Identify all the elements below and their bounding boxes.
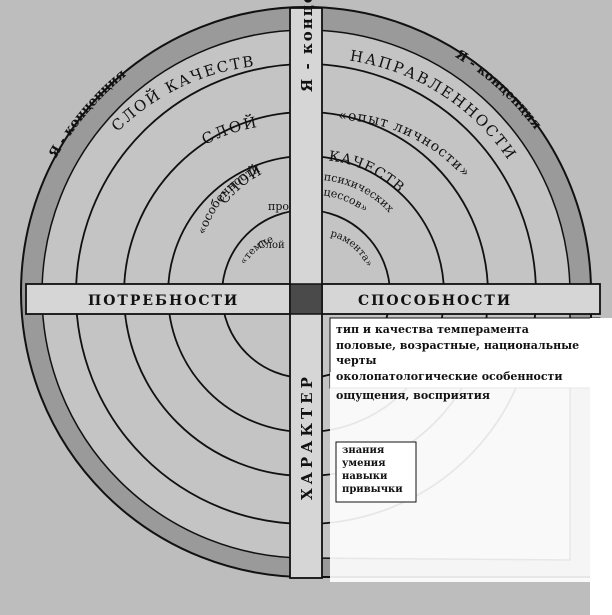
- skills-list: знания умения навыки привычки: [342, 444, 403, 496]
- layer-temperament-left-label-1: Слой: [258, 240, 285, 251]
- abilities-label: СПОСОБНОСТИ: [358, 293, 512, 309]
- character-label: ХАРАКТЕР: [298, 373, 316, 500]
- skills-item: навыки: [342, 471, 388, 482]
- skills-item: умения: [342, 458, 386, 469]
- abilities-item: околопатологические особенности: [336, 369, 563, 383]
- skills-item: знания: [342, 445, 385, 456]
- skills-box: [335, 441, 417, 503]
- abilities-item: половые, возрастные, национальные черты: [336, 338, 580, 368]
- skills-item: привычки: [342, 484, 403, 495]
- abilities-list: тип и качества темперамента половые, воз…: [336, 322, 612, 404]
- abilities-item: ощущения, восприятия: [336, 389, 490, 402]
- needs-label: ПОТРЕБНОСТИ: [88, 293, 239, 309]
- self-concept-bar-label: Я - концепция: [298, 0, 316, 92]
- abilities-item: тип и качества темперамента: [336, 323, 529, 336]
- center-square: [289, 283, 323, 315]
- layer-psychic-left-label-3: про: [268, 200, 289, 213]
